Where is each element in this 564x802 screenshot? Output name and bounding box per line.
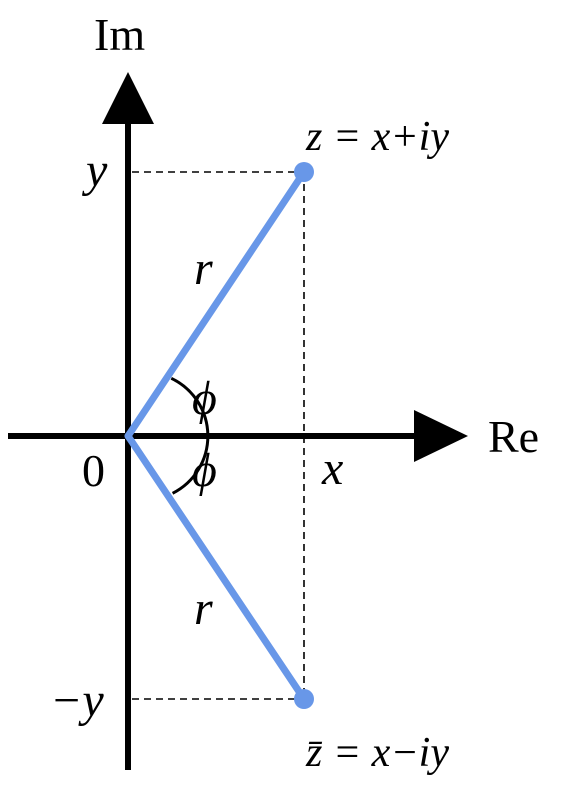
z-vector [124,168,308,440]
real-axis-label: Re [488,411,539,462]
z-point [294,162,314,182]
upper-modulus-label: r [194,242,213,295]
imaginary-axis-arrowhead [102,72,154,124]
imaginary-axis-label: Im [94,9,145,60]
x-tick-label: x [321,442,343,495]
y-tick-label: y [81,144,108,197]
neg-y-tick-label: −y [50,674,104,727]
z-conjugate-point [294,689,314,709]
lower-modulus-label: r [194,582,213,635]
z-conjugate-vector [124,432,308,703]
upper-angle-label: ϕ [192,372,217,425]
origin-label: 0 [82,445,105,496]
angle-arc [170,376,210,495]
lower-angle-label: ϕ [192,444,217,497]
real-axis-arrowhead [414,410,468,462]
z-conjugate-point-label: z̄ = x−iy [305,730,449,776]
z-point-label: z = x+iy [305,114,449,160]
